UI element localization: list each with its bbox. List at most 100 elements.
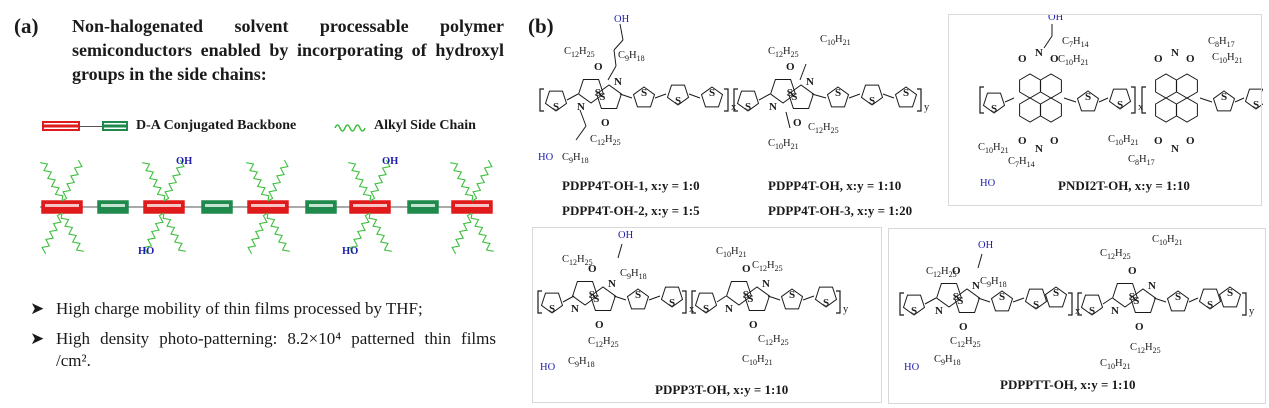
- oxygen-atom: O: [749, 319, 758, 331]
- bullet-arrow-icon: ➤: [30, 299, 45, 318]
- sidechain-label: C8H17: [1128, 154, 1155, 167]
- oxygen-atom: O: [959, 321, 968, 333]
- thiophene-ring: [540, 292, 564, 314]
- repeat-bracket: [836, 290, 841, 314]
- thiophene-ring: [1112, 283, 1138, 308]
- alkyl-side-chain: [40, 162, 64, 202]
- frame-pndi2t: [948, 14, 1262, 206]
- repeat-bracket: [1242, 292, 1247, 316]
- thiophene-ring: [1108, 88, 1132, 110]
- bond: [716, 295, 727, 303]
- hydroxyl-label: OH: [1048, 14, 1064, 23]
- caption-pdpptt-oh: PDPPTT-OH, x:y = 1:10: [1000, 377, 1136, 392]
- alkyl-side-chain: [266, 212, 290, 252]
- sidechain-label: C12H25: [564, 46, 595, 59]
- sidechain-label: C7H14: [1062, 36, 1089, 49]
- bond: [924, 297, 937, 305]
- alkyl-side-chain: [246, 162, 270, 202]
- thiophene-ring: [1166, 290, 1190, 312]
- sulfur-atom: S: [1227, 287, 1233, 299]
- bond: [619, 93, 633, 99]
- thiophene-ring: [894, 86, 918, 108]
- aromatic-ring: [1040, 97, 1062, 123]
- sidechain-label: C10H21: [978, 142, 1009, 155]
- alkyl-side-chain: [349, 212, 371, 255]
- oxygen-atom: O: [1050, 53, 1059, 65]
- alkyl-side-chain: [247, 212, 269, 255]
- repeat-bracket: [899, 292, 904, 316]
- sidechain-label: C12H25: [562, 254, 593, 267]
- sidechain-label: C12H25: [926, 266, 957, 279]
- sulfur-atom: S: [1089, 305, 1095, 317]
- caption-pndi2t-oh: PNDI2T-OH, x:y = 1:10: [1058, 178, 1190, 193]
- nitrogen-atom: N: [1171, 47, 1179, 59]
- thiophene-ring: [902, 294, 926, 316]
- sulfur-atom: S: [957, 295, 963, 307]
- thiophene-ring: [770, 79, 796, 104]
- bond: [613, 39, 624, 51]
- sidechain-label: C9H18: [568, 356, 595, 369]
- repeat-bracket: [1131, 86, 1136, 114]
- sulfur-atom: S: [1221, 91, 1227, 103]
- alkyl-side-chain: [348, 162, 372, 202]
- sidechain-label: C10H21: [1152, 234, 1183, 247]
- sulfur-atom: S: [745, 101, 751, 113]
- thiophene-ring: [982, 92, 1006, 114]
- sidechain-label: C12H25: [752, 260, 783, 273]
- sulfur-atom: S: [593, 293, 599, 305]
- repeat-bracket: [1068, 292, 1073, 316]
- oxygen-atom: O: [1050, 135, 1059, 147]
- oxygen-atom: O: [1018, 53, 1027, 65]
- caption-pdpp4t-oh: PDPP4T-OH, x:y = 1:10: [768, 178, 902, 193]
- hydroxyl-label: OH: [978, 240, 994, 251]
- sidechain-label: C10H21: [742, 354, 773, 367]
- oxygen-atom: O: [1128, 265, 1137, 277]
- repeat-bracket: [917, 88, 922, 112]
- sulfur-atom: S: [835, 87, 841, 99]
- nitrogen-atom: N: [1148, 280, 1156, 292]
- repeat-bracket: [682, 290, 687, 314]
- sulfur-atom: S: [669, 297, 675, 309]
- hydroxyl-label: HO: [342, 246, 358, 257]
- unit-highlight: [101, 204, 125, 207]
- sidechain-label: C10H21: [1100, 358, 1131, 371]
- caption-pdpp4t-oh-2: PDPP4T-OH-2, x:y = 1:5: [562, 203, 700, 218]
- hydroxyl-label: OH: [614, 14, 630, 25]
- sulfur-atom: S: [599, 91, 605, 103]
- unit-highlight: [205, 204, 229, 207]
- bond: [648, 295, 661, 301]
- unit-highlight: [251, 204, 285, 207]
- alkyl-side-chain: [267, 159, 289, 202]
- sidechain-label: C9H18: [618, 50, 645, 63]
- thiophene-ring: [1218, 286, 1242, 308]
- aromatic-ring: [1176, 97, 1198, 123]
- sulfur-atom: S: [1207, 299, 1213, 311]
- bond: [785, 111, 791, 129]
- sulfur-atom: S: [791, 91, 797, 103]
- sidechain-label: C12H25: [1130, 342, 1161, 355]
- repeat-bracket: [733, 88, 738, 112]
- sulfur-atom: S: [1253, 99, 1259, 111]
- nitrogen-atom: N: [972, 280, 980, 292]
- nitrogen-atom: N: [725, 303, 733, 315]
- sulfur-atom: S: [635, 289, 641, 301]
- bond: [613, 295, 627, 301]
- alkyl-side-chain: [61, 159, 83, 202]
- oxygen-atom: O: [1135, 321, 1144, 333]
- thiophene-ring: [694, 292, 718, 314]
- oxygen-atom: O: [742, 263, 751, 275]
- thiophene-ring: [660, 286, 684, 308]
- sulfur-atom: S: [823, 297, 829, 309]
- nitrogen-atom: N: [614, 76, 622, 88]
- oxygen-atom: O: [1186, 53, 1195, 65]
- bond: [562, 295, 575, 303]
- bond: [619, 23, 624, 41]
- thiophene-ring: [666, 84, 690, 106]
- sidechain-label: C12H25: [590, 134, 621, 147]
- sidechain-legend-label: Alkyl Side Chain: [374, 118, 476, 133]
- thiophene-ring: [826, 86, 850, 108]
- thiophene-ring: [1080, 294, 1104, 316]
- sidechain-label: C10H21: [1058, 54, 1089, 67]
- thiophene-ring: [1244, 88, 1263, 110]
